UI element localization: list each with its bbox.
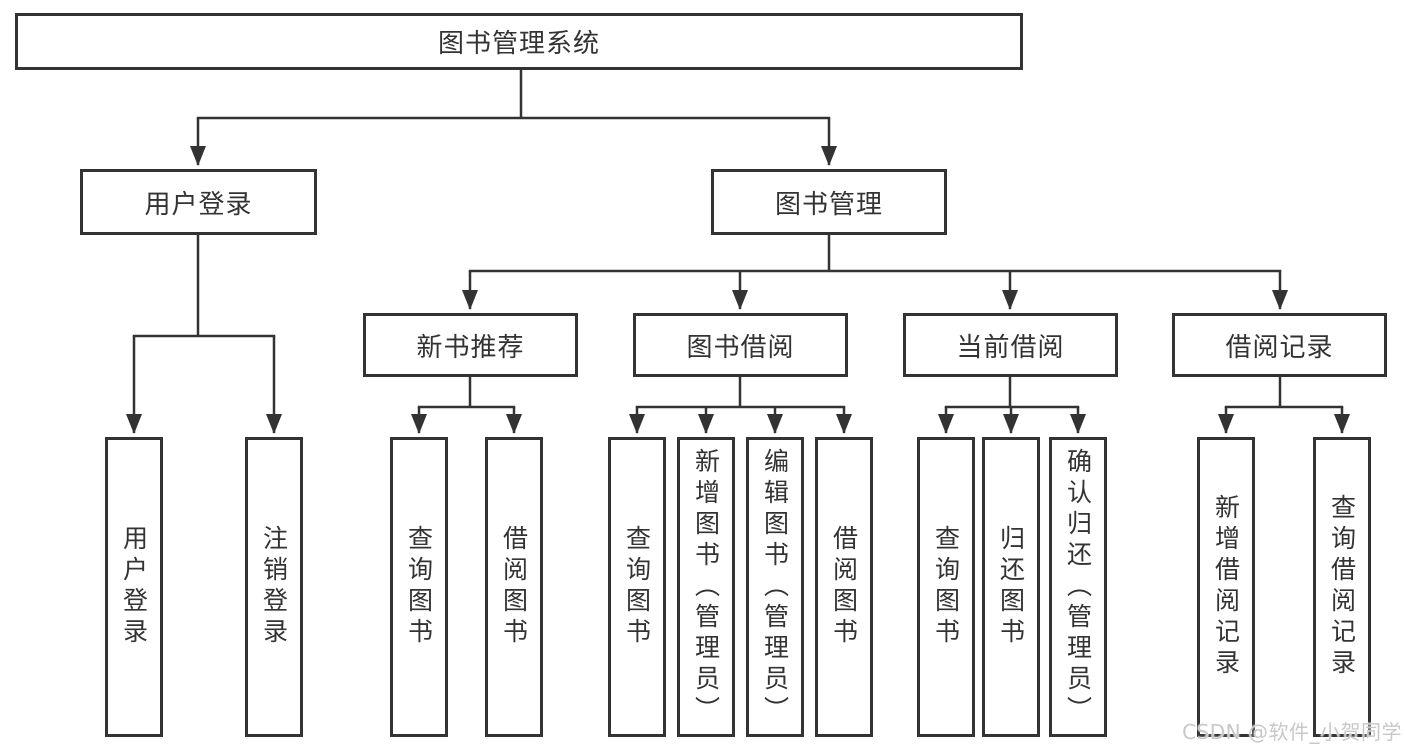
leaf-current-confirm-return-admin: 确认归还（管理员）	[1049, 437, 1107, 737]
node-root-system: 图书管理系统	[15, 13, 1023, 70]
leaf-login-logout-label: 注销登录	[259, 525, 289, 649]
connector-management-rail	[468, 233, 1282, 273]
leaf-borrow-edit-books-admin: 编辑图书（管理员）	[746, 437, 804, 737]
leaf-borrow-edit-books-admin-label: 编辑图书（管理员）	[760, 447, 790, 727]
node-new-book-recommend: 新书推荐	[363, 313, 578, 377]
leaf-login-user-login: 用户登录	[105, 437, 163, 737]
connector-login-rail	[132, 233, 276, 338]
leaf-current-query-books-label: 查询图书	[931, 525, 961, 649]
leaf-records-query-record: 查询借阅记录	[1313, 437, 1371, 737]
node-borrow-records: 借阅记录	[1172, 313, 1387, 377]
leaf-records-query-record-label: 查询借阅记录	[1327, 494, 1357, 680]
connector-newbooks-rail	[417, 375, 516, 409]
leaf-records-add-record: 新增借阅记录	[1197, 437, 1255, 737]
node-user-login: 用户登录	[80, 169, 317, 235]
leaf-current-return-books: 归还图书	[982, 437, 1040, 737]
leaf-borrow-query-books-label: 查询图书	[622, 525, 652, 649]
leaf-borrow-add-books-admin: 新增图书（管理员）	[677, 437, 735, 737]
leaf-borrow-query-books: 查询图书	[608, 437, 666, 737]
leaf-records-add-record-label: 新增借阅记录	[1211, 494, 1241, 680]
node-root-system-label: 图书管理系统	[437, 29, 600, 59]
leaf-current-return-books-label: 归还图书	[996, 525, 1026, 649]
node-current-borrow: 当前借阅	[903, 313, 1118, 377]
node-book-management: 图书管理	[711, 169, 947, 235]
leaf-current-query-books: 查询图书	[917, 437, 975, 737]
leaf-borrow-borrow-books-label: 借阅图书	[829, 525, 859, 649]
leaf-login-logout: 注销登录	[245, 437, 303, 737]
node-borrow-records-label: 借阅记录	[1225, 332, 1334, 363]
node-current-borrow-label: 当前借阅	[956, 332, 1065, 363]
leaf-current-confirm-return-admin-label: 确认归还（管理员）	[1063, 447, 1093, 727]
leaf-login-user-login-label: 用户登录	[119, 525, 149, 649]
leaf-newbooks-query-books: 查询图书	[390, 437, 448, 737]
node-user-login-label: 用户登录	[144, 189, 253, 220]
node-book-borrow-label: 图书借阅	[686, 332, 795, 363]
leaf-newbooks-query-books-label: 查询图书	[404, 525, 434, 649]
node-book-management-label: 图书管理	[774, 189, 883, 220]
leaf-borrow-add-books-admin-label: 新增图书（管理员）	[691, 447, 721, 727]
connector-root-rail	[196, 66, 831, 120]
leaf-newbooks-borrow-books-label: 借阅图书	[499, 525, 529, 649]
connector-borrow-rail	[635, 375, 846, 409]
leaf-borrow-borrow-books: 借阅图书	[815, 437, 873, 737]
node-new-book-recommend-label: 新书推荐	[416, 332, 525, 363]
leaf-newbooks-borrow-books: 借阅图书	[485, 437, 543, 737]
connector-current-rail	[944, 375, 1080, 409]
node-book-borrow: 图书借阅	[633, 313, 848, 377]
connector-records-rail	[1224, 375, 1344, 409]
csdn-watermark: CSDN @软件_小贺同学	[1182, 720, 1402, 744]
